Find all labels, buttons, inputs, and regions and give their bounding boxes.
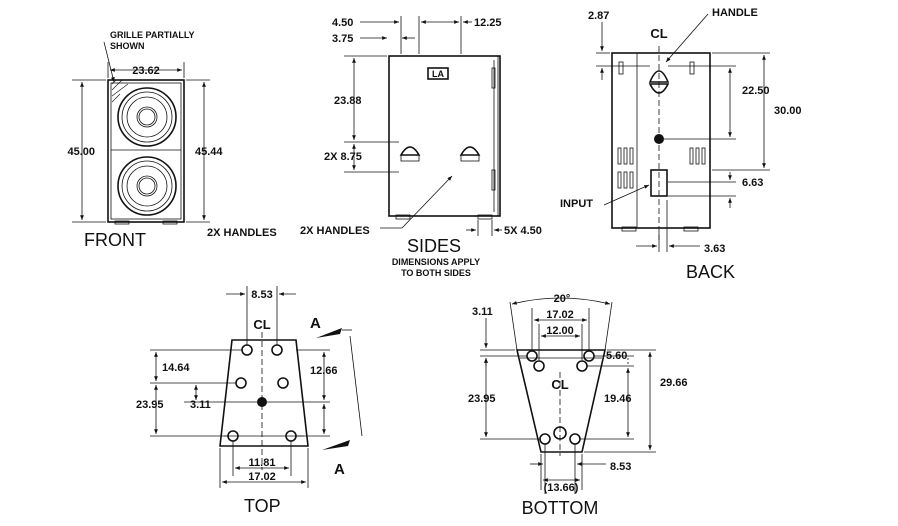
front-height-label: 45.00 (67, 146, 95, 158)
front-handles-label: 2X HANDLES (207, 227, 277, 239)
sides-dim-3: 12.25 (474, 17, 502, 29)
top-dim-1: 8.53 (251, 289, 272, 301)
back-dim-1: 2.87 (588, 10, 609, 22)
front-foot-left (114, 220, 130, 225)
top-dim-7: 17.02 (248, 471, 276, 483)
front-foot-right (162, 220, 178, 225)
top-cabinet-outline (219, 339, 309, 447)
back-dim-3: 30.00 (774, 105, 802, 117)
sides-dim-6: 5X 4.50 (504, 225, 542, 237)
front-width-label: 23.62 (132, 65, 160, 77)
bottom-dim-9: 8.53 (610, 461, 631, 473)
back-foot-right (683, 226, 699, 232)
top-centerline-label: CL (253, 317, 270, 332)
sides-handles-label: 2X HANDLES (300, 225, 370, 237)
sides-view-title: SIDES (407, 236, 461, 256)
side-foot-right (477, 214, 493, 220)
bottom-dim-6: 23.95 (468, 393, 496, 405)
back-centerline-label: CL (650, 26, 667, 41)
bottom-cabinet-outline (515, 349, 607, 453)
bottom-dim-3: 12.00 (546, 325, 574, 337)
back-dim-2: 22.50 (742, 85, 770, 97)
bottom-centerline-label: CL (551, 377, 568, 392)
sides-dim-5: 2X 8.75 (324, 151, 362, 163)
sides-dim-1: 4.50 (332, 17, 353, 29)
side-view: LA 4.50 3.75 12.25 23.88 2X 8.75 2X HAND… (300, 16, 542, 278)
bottom-dim-1: 3.11 (472, 306, 493, 318)
top-dim-3: 12.66 (310, 365, 338, 377)
side-handle-left (399, 146, 421, 156)
sides-dim-2: 3.75 (332, 33, 353, 45)
side-foot-left (395, 214, 411, 220)
lower-woofer (117, 156, 177, 216)
top-view-title: TOP (244, 496, 281, 516)
side-handle-right (459, 146, 481, 156)
front-cabinet-outline (107, 79, 185, 223)
bottom-dim-2: 17.02 (546, 309, 574, 321)
front-side-height-label: 45.44 (195, 146, 223, 158)
front-view-title: FRONT (84, 230, 146, 250)
sides-note-line1: DIMENSIONS APPLY (392, 257, 480, 267)
sides-note-line2: TO BOTH SIDES (401, 268, 471, 278)
bottom-dim-8: (13.66) (544, 482, 579, 494)
top-dim-6: 11.81 (249, 457, 276, 469)
top-pole-socket (257, 397, 267, 407)
top-section-mark-lower: A (334, 461, 345, 478)
bottom-view-title: BOTTOM (522, 498, 599, 518)
back-handle (648, 70, 670, 83)
back-view-title: BACK (686, 262, 735, 282)
bottom-angle-label: 20° (554, 293, 571, 305)
upper-woofer (117, 87, 177, 147)
front-grille-note-line1: GRILLE PARTIALLY (110, 30, 195, 40)
top-dim-5: 3.11 (190, 399, 211, 411)
back-foot-left (621, 226, 637, 232)
svg-text:LA: LA (432, 69, 444, 79)
bottom-view: 20° 3.11 17.02 12.00 5.60 29.66 23.95 19… (468, 293, 688, 518)
side-slot-2 (491, 169, 496, 191)
bottom-dim-4: 5.60 (606, 350, 627, 362)
top-dim-4: 23.95 (136, 399, 164, 411)
bottom-dim-5: 29.66 (660, 377, 688, 389)
back-dim-4: 6.63 (742, 177, 763, 189)
back-input-label: INPUT (560, 198, 593, 210)
back-view: 2.87 HANDLE CL 22.50 30.00 INPUT 6.63 3.… (560, 7, 802, 282)
sides-dim-4: 23.88 (334, 95, 362, 107)
side-cabinet-outline (388, 55, 501, 217)
top-dim-2: 14.64 (162, 362, 190, 374)
front-grille-note-line2: SHOWN (110, 41, 145, 51)
bottom-dim-7: 19.46 (604, 393, 632, 405)
back-dim-5: 3.63 (704, 243, 725, 255)
la-logo: LA (427, 67, 449, 80)
front-view: GRILLE PARTIALLY SHOWN 23.62 45.00 45.44… (67, 30, 276, 250)
top-section-mark-upper: A (310, 315, 321, 332)
back-handle-label: HANDLE (712, 7, 758, 19)
side-slot-1 (491, 67, 496, 89)
back-input-panel (650, 169, 668, 197)
top-view: 8.53 CL 14.64 12.66 23.95 3.11 11.81 17.… (136, 286, 363, 516)
